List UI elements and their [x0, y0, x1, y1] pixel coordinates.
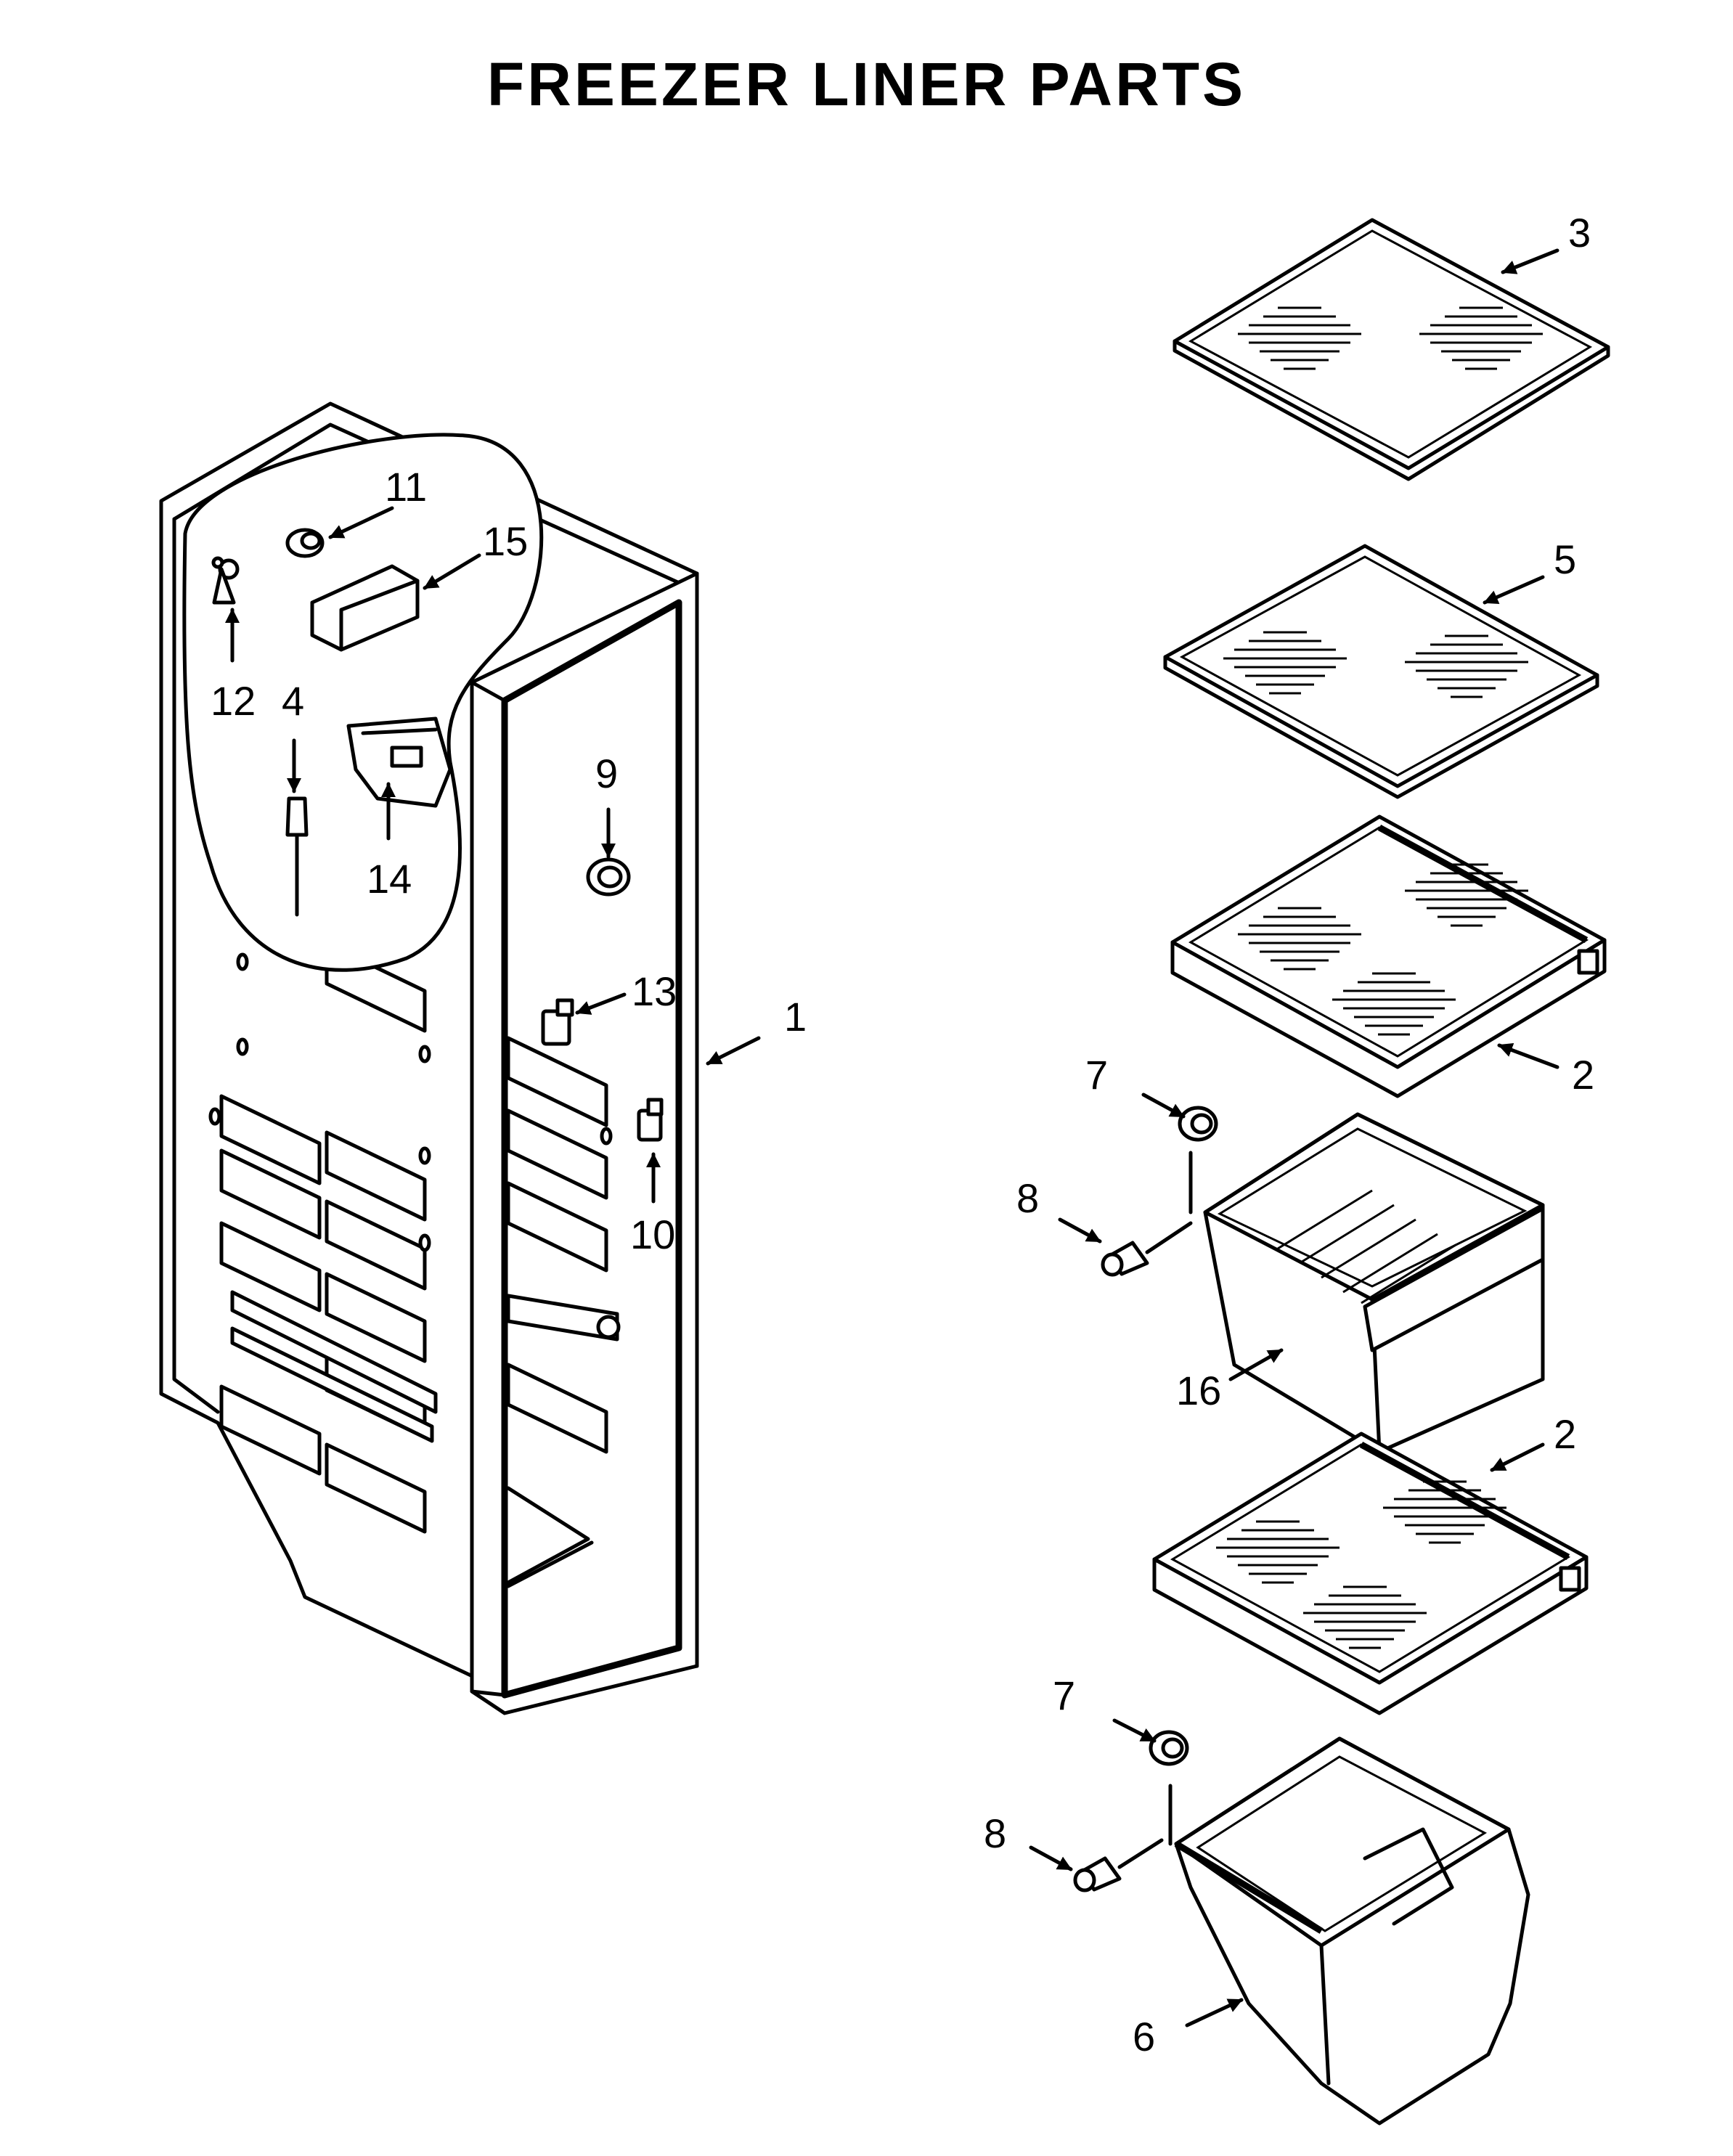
callout-2-upper: 2 — [1572, 1052, 1594, 1098]
callout-2-lower: 2 — [1554, 1411, 1576, 1457]
callout-7-upper: 7 — [1085, 1052, 1108, 1098]
part-4-sensor — [285, 796, 309, 917]
callout-7-lower: 7 — [1053, 1673, 1075, 1718]
part-13-switch — [541, 998, 574, 1046]
callout-13: 13 — [632, 968, 677, 1014]
callout-11: 11 — [385, 464, 427, 510]
callout-8-upper: 8 — [1016, 1175, 1039, 1221]
callout-8-lower: 8 — [984, 1810, 1006, 1856]
callout-1: 1 — [784, 994, 807, 1040]
callout-5: 5 — [1554, 536, 1576, 582]
callout-14: 14 — [367, 856, 412, 902]
callout-16: 16 — [1176, 1368, 1221, 1413]
part-3-glass-shelf — [1173, 218, 1610, 481]
part-2-shelf-lower — [1152, 1432, 1589, 1715]
part-12-thermistor-clip — [211, 556, 240, 605]
callout-6: 6 — [1133, 2014, 1155, 2059]
part-5-glass-shelf — [1163, 544, 1599, 799]
part-16-drawer — [1188, 1112, 1545, 1454]
part-8-axle-lower — [1073, 1838, 1164, 1892]
liner-mounting-holes — [208, 952, 613, 1252]
part-6-bin — [1168, 1736, 1530, 2126]
part-15-cover — [310, 564, 420, 652]
callout-4: 4 — [282, 678, 304, 724]
part-7-roller-lower — [1149, 1730, 1189, 1766]
callout-3: 3 — [1568, 210, 1591, 256]
part-8-axle-upper — [1101, 1221, 1193, 1277]
part-14-housing — [346, 716, 452, 808]
part-11-light-socket — [285, 528, 325, 558]
callout-12: 12 — [211, 678, 256, 724]
callout-10: 10 — [630, 1212, 675, 1257]
leader-arrows — [225, 248, 1559, 2028]
part-7-roller-upper — [1178, 1106, 1218, 1142]
callout-9: 9 — [595, 751, 618, 796]
diagram-title: FREEZER LINER PARTS — [486, 50, 1247, 118]
part-10-switch — [637, 1098, 664, 1142]
callout-labels: 3 5 2 2 7 8 16 7 8 6 1 9 10 13 11 15 12 … — [211, 210, 1594, 2059]
callout-15: 15 — [483, 518, 528, 564]
freezer-liner — [159, 401, 699, 1715]
part-9-damper-knob — [586, 857, 631, 897]
part-2-shelf-upper — [1170, 814, 1607, 1098]
